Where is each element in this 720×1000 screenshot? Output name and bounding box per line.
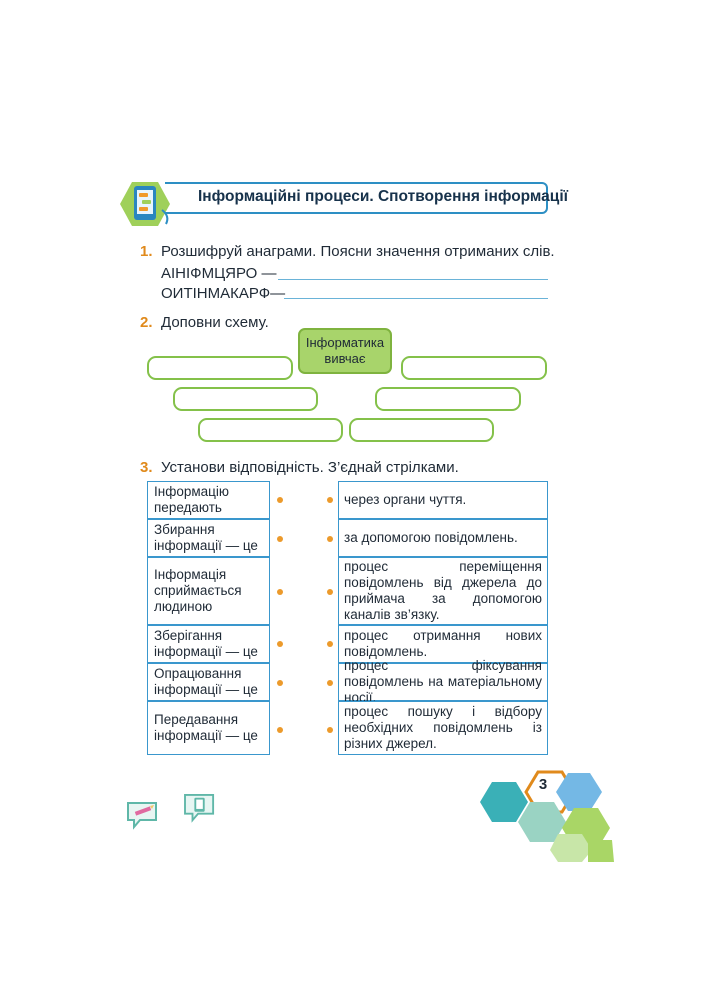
scheme-center-line1: Інформатика xyxy=(305,335,385,350)
match-dot-left-2[interactable] xyxy=(277,536,283,542)
match-dot-right-6[interactable] xyxy=(327,727,333,733)
match-right-5: процес фіксування повідомлень на матеріа… xyxy=(338,658,548,705)
scheme-center-box: Інформатика вивчає xyxy=(298,328,392,374)
match-right-3: процес переміщення повідомлень від джере… xyxy=(338,557,548,625)
match-dot-left-6[interactable] xyxy=(277,727,283,733)
match-right-4: процес отримання нових повідомлень. xyxy=(338,625,548,663)
anagram-2: ОИТІНМАКАРФ— xyxy=(161,285,286,302)
scheme-box-left-3[interactable] xyxy=(198,418,343,442)
match-dot-right-5[interactable] xyxy=(327,680,333,686)
match-dot-left-1[interactable] xyxy=(277,497,283,503)
task-1-text: Розшифруй анаграми. Поясни значення отри… xyxy=(161,243,555,260)
task-2-text: Доповни схему. xyxy=(161,314,269,331)
pencil-note-icon xyxy=(127,802,157,830)
match-dot-right-2[interactable] xyxy=(327,536,333,542)
match-dot-right-4[interactable] xyxy=(327,641,333,647)
match-right-6: процес пошуку і відбору необхідних повід… xyxy=(338,701,548,755)
scheme-box-right-2[interactable] xyxy=(375,387,521,411)
match-left-2: Збирання інформації — це xyxy=(147,519,270,557)
scheme-center-line2: вивчає xyxy=(324,351,366,366)
match-left-5: Опрацювання інформації — це xyxy=(147,663,270,701)
match-dot-right-3[interactable] xyxy=(327,589,333,595)
match-dot-left-4[interactable] xyxy=(277,641,283,647)
task-1-number: 1. xyxy=(140,243,153,260)
scheme-box-right-1[interactable] xyxy=(401,356,547,380)
match-dot-left-5[interactable] xyxy=(277,680,283,686)
match-dot-left-3[interactable] xyxy=(277,589,283,595)
tablet-chat-icon xyxy=(184,793,215,823)
task-2-number: 2. xyxy=(140,314,153,331)
anagram-1: АІНІФМЦЯРО — xyxy=(161,265,277,282)
task-3-text: Установи відповідність. З’єднай стрілкам… xyxy=(161,459,459,476)
page-title: Інформаційні процеси. Спотворення інформ… xyxy=(198,188,569,205)
match-right-2: за допомогою повідомлень. xyxy=(338,519,548,557)
page-number: 3 xyxy=(538,776,548,793)
match-dot-right-1[interactable] xyxy=(327,497,333,503)
answer-line-2[interactable] xyxy=(284,298,548,299)
scheme-box-left-2[interactable] xyxy=(173,387,318,411)
match-left-4: Зберігання інформації — це xyxy=(147,625,270,663)
scheme-box-right-3[interactable] xyxy=(349,418,494,442)
answer-line-1[interactable] xyxy=(278,279,548,280)
page-corner-hexagons xyxy=(480,770,614,862)
match-left-3: Інформація сприймається людиною xyxy=(147,557,270,625)
match-right-1: через органи чуття. xyxy=(338,481,548,519)
title-frame xyxy=(165,182,548,214)
task-3-number: 3. xyxy=(140,459,153,476)
phone-chat-icon xyxy=(120,182,170,226)
match-left-1: Інформацію передають xyxy=(147,481,270,519)
scheme-box-left-1[interactable] xyxy=(147,356,293,380)
match-left-6: Передавання інформації — це xyxy=(147,701,270,755)
